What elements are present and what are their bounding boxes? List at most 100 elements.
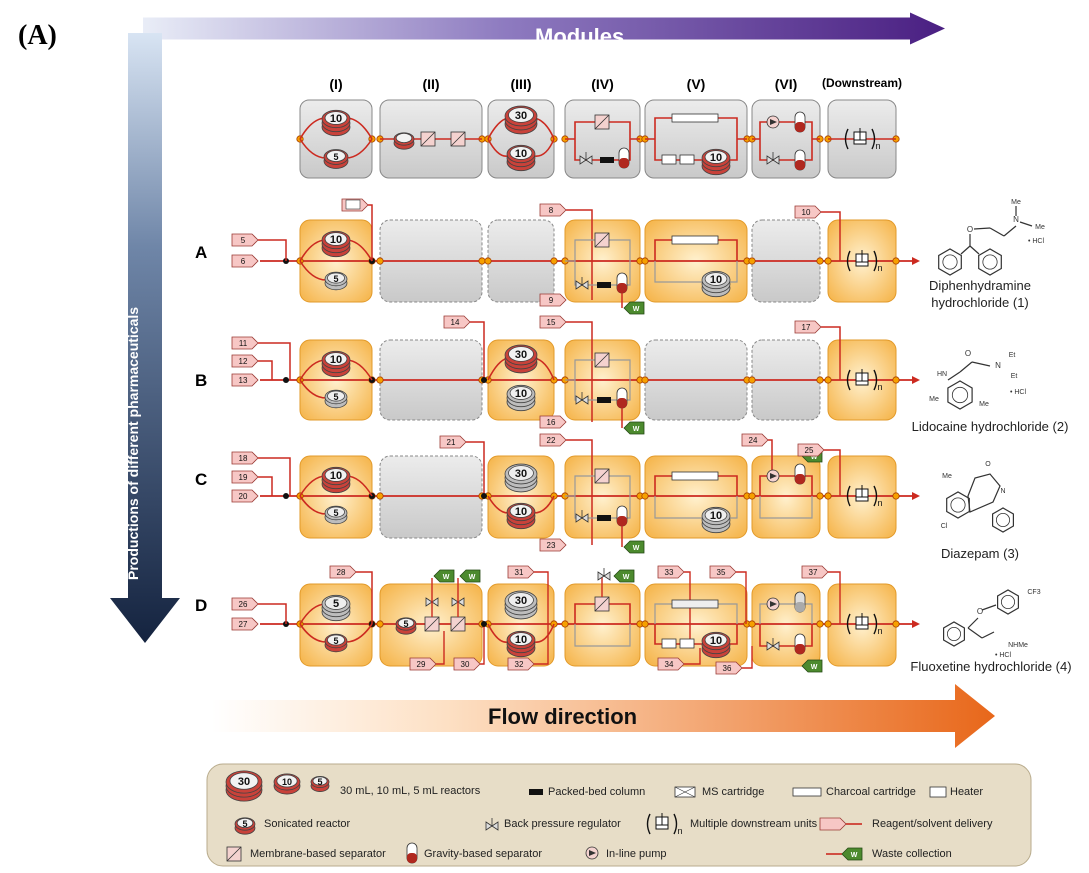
- row-label-c: C: [195, 470, 208, 489]
- row-c-charcoal: [671, 471, 719, 481]
- row-d-reactor-30-top: [508, 592, 534, 608]
- inlet-17-line: [821, 326, 841, 380]
- inlet-16-shape: [539, 415, 567, 429]
- module-label-2: (II): [422, 76, 440, 92]
- row-d-pump-arrow: [770, 601, 777, 607]
- overview-m5-lines: [645, 117, 747, 161]
- row-port-out: [550, 257, 558, 265]
- inlet-34: 34: [657, 657, 685, 671]
- inlet-24-number: 24: [749, 436, 758, 445]
- inlet-30: 30: [453, 657, 481, 671]
- row-port-out: [816, 376, 824, 384]
- row-d-waste-1-shape: [433, 569, 455, 583]
- row-c-gravity-m6: [794, 463, 806, 485]
- legend-reactor-10: 10: [273, 773, 301, 795]
- overview-m1-reactor-top-number: 10: [330, 113, 342, 125]
- row-downstream-bracket-left: [846, 613, 851, 635]
- inlet-24-line: [768, 439, 773, 476]
- legend-downstream-bracket-left: [646, 813, 651, 835]
- overview-m3-reactor-top-number: 30: [515, 110, 527, 122]
- row-c-reactor-30: 30: [504, 463, 538, 493]
- row-d-bpr-m6: [766, 638, 780, 651]
- inlet-19-number: 19: [239, 473, 248, 482]
- inlet-31-shape: [507, 565, 535, 579]
- legend-reactor-10-top: [276, 774, 298, 788]
- molecule-3-ring-a-ring: [950, 497, 966, 513]
- molecule-1-bond-a: [960, 245, 971, 255]
- row-downstream-bracket-right: [873, 613, 878, 635]
- row-outlet-arrow: [912, 620, 920, 628]
- inlet-5-shape: [231, 233, 259, 247]
- inlet-34-shape: [657, 657, 685, 671]
- inlet-20-number: 20: [239, 492, 248, 501]
- inlet-29: 29: [409, 657, 437, 671]
- legend-membrane: [226, 846, 242, 862]
- row-a-reactor-m5-top: [704, 272, 728, 286]
- inlet-7-line: [368, 204, 373, 261]
- row-b-reactor-10-number: 10: [330, 354, 342, 366]
- row-d-gravity-top-liquid: [795, 602, 805, 612]
- row-b-packed: [597, 397, 611, 403]
- overview-m6-bpr: [766, 152, 780, 165]
- row-port-in: [376, 257, 384, 265]
- row-d-membrane-2-line: [450, 616, 466, 632]
- module-label-5: (V): [686, 76, 706, 92]
- inlet-9-number: 9: [549, 296, 554, 305]
- row-c-packed: [597, 515, 611, 521]
- molecule-4-b2: [967, 617, 979, 629]
- row-d-pump: [766, 597, 780, 611]
- inlet-32-number: 32: [515, 660, 524, 669]
- drug-name-c: Diazepam (3): [940, 546, 1020, 561]
- molecule-3-ring-c: [991, 507, 1015, 533]
- inlet-6-shape: [231, 254, 259, 268]
- row-a-waste: W: [623, 301, 645, 315]
- drug-name-a-line2: hydrochloride (1): [931, 295, 1029, 310]
- inlet-11-number: 11: [239, 339, 248, 348]
- inlet-29-number: 29: [417, 660, 426, 669]
- overview-m5-reactor-number: 10: [710, 152, 722, 164]
- inlet-11-shape: [231, 336, 259, 350]
- row-d-gravity-top: [794, 591, 806, 613]
- overview-m3-reactor-top: 30: [504, 105, 538, 135]
- inlet-5-line: [258, 239, 287, 261]
- legend-label-bpr: Back pressure regulator: [504, 818, 621, 830]
- row-port-out: [816, 620, 824, 628]
- molecule-4-ring-top: [996, 589, 1020, 615]
- row-downstream-bracket-right: [873, 250, 878, 272]
- inlet-34-number: 34: [665, 660, 674, 669]
- module-label-4: (IV): [591, 76, 614, 92]
- inlet-17-shape: [794, 320, 822, 334]
- inlet-18-number: 18: [239, 454, 248, 463]
- row-b-membrane-line: [594, 352, 610, 368]
- molecule-2-ring-ring: [951, 386, 969, 404]
- molecule-2-salt: • HCl: [1010, 389, 1027, 396]
- row-d-waste-m6: W: [801, 659, 823, 673]
- row-b-reactor-m3-10-top: [509, 386, 533, 400]
- row-a-m5-gray: [654, 261, 738, 283]
- overview-m1-reactor-top-top: [324, 111, 348, 125]
- overview-m6-pump-arrow: [770, 119, 777, 125]
- flow-direction-arrow: [212, 684, 995, 748]
- inlet-18: 18: [231, 451, 259, 465]
- row-d-reactor-30: 30: [504, 590, 538, 620]
- row-d-bpr-m4: [597, 568, 611, 581]
- row-label-a: A: [195, 243, 208, 262]
- inlet-27-number: 27: [239, 620, 248, 629]
- inlet-8-shape: [539, 203, 567, 217]
- row-outlet-arrow: [912, 257, 920, 265]
- molecule-4-nhme: NHMe: [1008, 642, 1028, 649]
- row-c-waste-m6-letter: W: [811, 454, 818, 461]
- row-port-in: [748, 492, 756, 500]
- inlet-34-line: [684, 648, 701, 665]
- row-d-membrane-2: [450, 616, 466, 632]
- overview-m4-gravity: [618, 147, 630, 169]
- overview-m2-membrane-1-line: [420, 131, 436, 147]
- overview-downstream-bracket-left: [844, 128, 849, 150]
- inlet-19-shape: [231, 470, 259, 484]
- overview-downstream-bracket-right: [871, 128, 876, 150]
- molecule-2-et2: Et: [1011, 373, 1018, 380]
- row-c-reactor-m5-number: 10: [710, 510, 722, 522]
- row-a-gravity: [616, 272, 628, 294]
- inlet-25-number: 25: [805, 446, 814, 455]
